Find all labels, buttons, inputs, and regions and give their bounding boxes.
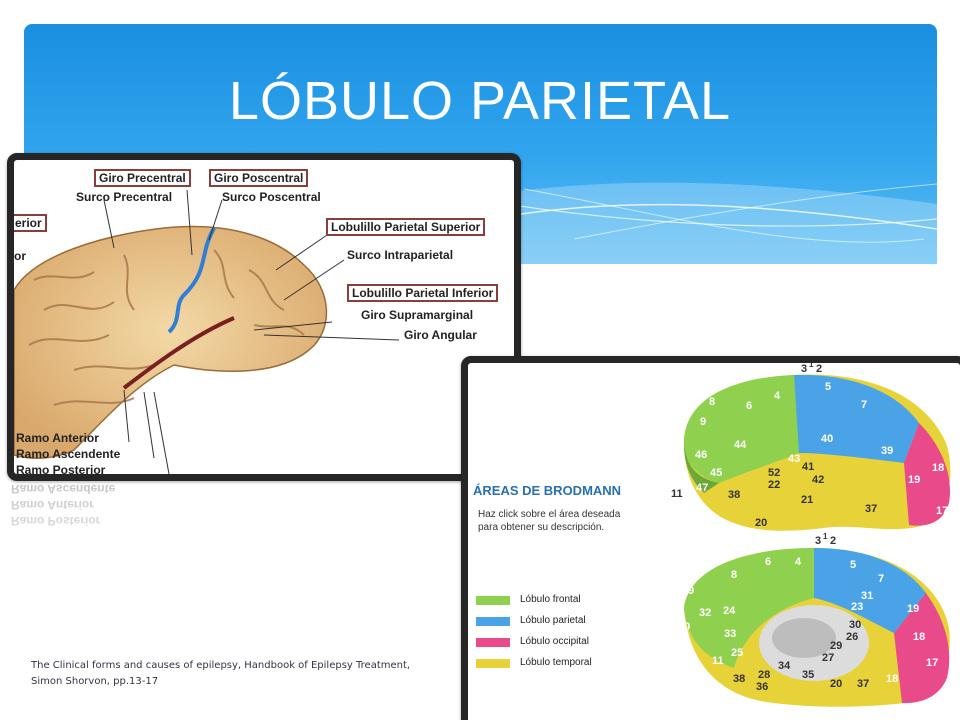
giro-angular-label: Giro Angular (404, 328, 477, 342)
legend-parietal-label: Lóbulo parietal (520, 615, 586, 626)
medial-area-11: 11 (712, 655, 724, 667)
legend-temporal-label: Lóbulo temporal (520, 657, 592, 668)
lateral-area-4: 4 (774, 390, 781, 402)
lateral-area-43: 43 (788, 453, 801, 465)
medial-area-32: 32 (699, 607, 712, 619)
medial-area-37: 37 (857, 678, 870, 690)
medial-area-24: 24 (723, 605, 736, 617)
lobulillo-parietal-inferior-label: Lobulillo Parietal Inferior (347, 284, 499, 302)
brain-lateral-figure: Giro Precentral Giro Poscentral Surco Pr… (7, 153, 521, 481)
brodmann-lateral-map[interactable] (664, 363, 960, 538)
slide-title: LÓBULO PARIETAL (228, 71, 732, 131)
lateral-area-21: 21 (801, 494, 814, 506)
lateral-area-3: 3 (801, 363, 808, 375)
ramo-ascendente-label: Ramo Ascendente (16, 447, 121, 461)
legend-frontal-swatch (476, 596, 510, 605)
medial-area-19: 19 (907, 603, 920, 615)
lobulillo-parietal-superior-label: Lobulillo Parietal Superior (326, 218, 486, 236)
lateral-area-46: 46 (695, 449, 708, 461)
medial-area-27: 27 (822, 652, 835, 664)
medial-area-17: 17 (926, 657, 939, 669)
legend-occipital-label: Lóbulo occipital (520, 636, 589, 647)
lateral-area-44: 44 (734, 439, 747, 451)
legend-parietal-swatch (476, 617, 510, 626)
medial-area-20: 20 (830, 678, 843, 690)
legend-temporal-swatch (476, 659, 510, 668)
brodmann-medial-map[interactable] (664, 538, 960, 718)
lateral-area-45: 45 (710, 467, 723, 479)
lateral-area-11: 11 (671, 488, 683, 500)
medial-area-18-lower: 18 (886, 673, 899, 685)
lateral-area-37: 37 (865, 503, 878, 515)
medial-area-23: 23 (851, 601, 864, 613)
ramo-anterior-label: Ramo Anterior (16, 431, 99, 445)
cut-superior-label: erior (14, 214, 47, 232)
medial-area-7: 7 (878, 573, 885, 585)
lateral-area-52: 52 (768, 467, 781, 479)
lateral-area-9: 9 (700, 416, 707, 428)
medial-area-8: 8 (731, 569, 738, 581)
giro-supramarginal-label: Giro Supramarginal (361, 308, 474, 322)
medial-area-38: 38 (733, 673, 746, 685)
medial-area-4: 4 (795, 556, 802, 568)
medial-area-30: 30 (849, 619, 862, 631)
lateral-area-42: 42 (812, 474, 825, 486)
giro-poscentral-label: Giro Poscentral (209, 169, 309, 187)
medial-area-1: 1 (823, 532, 828, 541)
reflection-ramo-ascendente: Ramo Ascendente (11, 482, 116, 496)
lateral-area-39: 39 (881, 445, 894, 457)
brain-illustration (14, 189, 400, 474)
medial-area-2: 2 (830, 535, 837, 547)
lateral-area-22: 22 (768, 479, 781, 491)
medial-area-18: 18 (913, 631, 926, 643)
medial-area-29: 29 (830, 640, 843, 652)
lateral-area-17: 17 (936, 505, 949, 517)
lateral-area-10: 10 (671, 447, 684, 459)
ramo-posterior-label: Ramo Posterior (16, 463, 106, 477)
surco-precentral-label: Surco Precentral (76, 190, 173, 204)
medial-area-5: 5 (850, 559, 857, 571)
legend-occipital-swatch (476, 638, 510, 647)
medial-area-31: 31 (861, 590, 874, 602)
brain-figure-reflection: Ramo Anterior Ramo Ascendente Ramo Poste… (9, 480, 514, 600)
medial-area-34: 34 (778, 660, 791, 672)
medial-area-9: 9 (688, 585, 695, 597)
cut-or-label: or (14, 249, 26, 263)
reflection-ramo-anterior: Ramo Anterior (11, 498, 94, 512)
lateral-area-40: 40 (821, 433, 834, 445)
brodmann-areas-figure: ÁREAS DE BRODMANN Haz click sobre el áre… (461, 356, 960, 720)
legend-frontal-label: Lóbulo frontal (520, 594, 581, 605)
medial-area-25: 25 (731, 647, 744, 659)
lateral-area-6: 6 (746, 400, 753, 412)
medial-area-33: 33 (724, 628, 737, 640)
medial-area-6: 6 (765, 556, 772, 568)
surco-intraparietal-label: Surco Intraparietal (347, 248, 454, 262)
medial-area-35: 35 (802, 669, 815, 681)
medial-area-28: 28 (758, 669, 771, 681)
lateral-area-19: 19 (908, 474, 921, 486)
brodmann-title: ÁREAS DE BRODMANN (473, 483, 622, 498)
brodmann-subtitle-line1: Haz click sobre el área deseada (478, 509, 621, 520)
lateral-area-20: 20 (755, 517, 768, 529)
lateral-area-7: 7 (861, 399, 868, 411)
lateral-area-5: 5 (825, 381, 832, 393)
banner-wave-decoration (404, 182, 937, 264)
medial-area-36: 36 (756, 681, 769, 693)
lateral-area-1: 1 (809, 360, 814, 369)
brodmann-subtitle-line2: para obtener su descripción. (478, 522, 605, 533)
giro-precentral-label: Giro Precentral (94, 169, 191, 187)
medial-area-10: 10 (678, 621, 691, 633)
reflection-ramo-posterior: Ramo Posterior (11, 514, 101, 528)
lateral-area-18: 18 (932, 462, 945, 474)
medial-area-3: 3 (815, 535, 822, 547)
surco-poscentral-label: Surco Poscentral (222, 190, 321, 204)
lateral-area-38: 38 (728, 489, 741, 501)
lateral-area-8: 8 (709, 396, 716, 408)
lateral-area-47: 47 (696, 482, 709, 494)
medial-area-26: 26 (846, 631, 859, 643)
source-citation: The Clinical forms and causes of epileps… (31, 660, 411, 687)
lateral-area-41: 41 (802, 461, 815, 473)
lateral-area-2: 2 (816, 363, 823, 375)
